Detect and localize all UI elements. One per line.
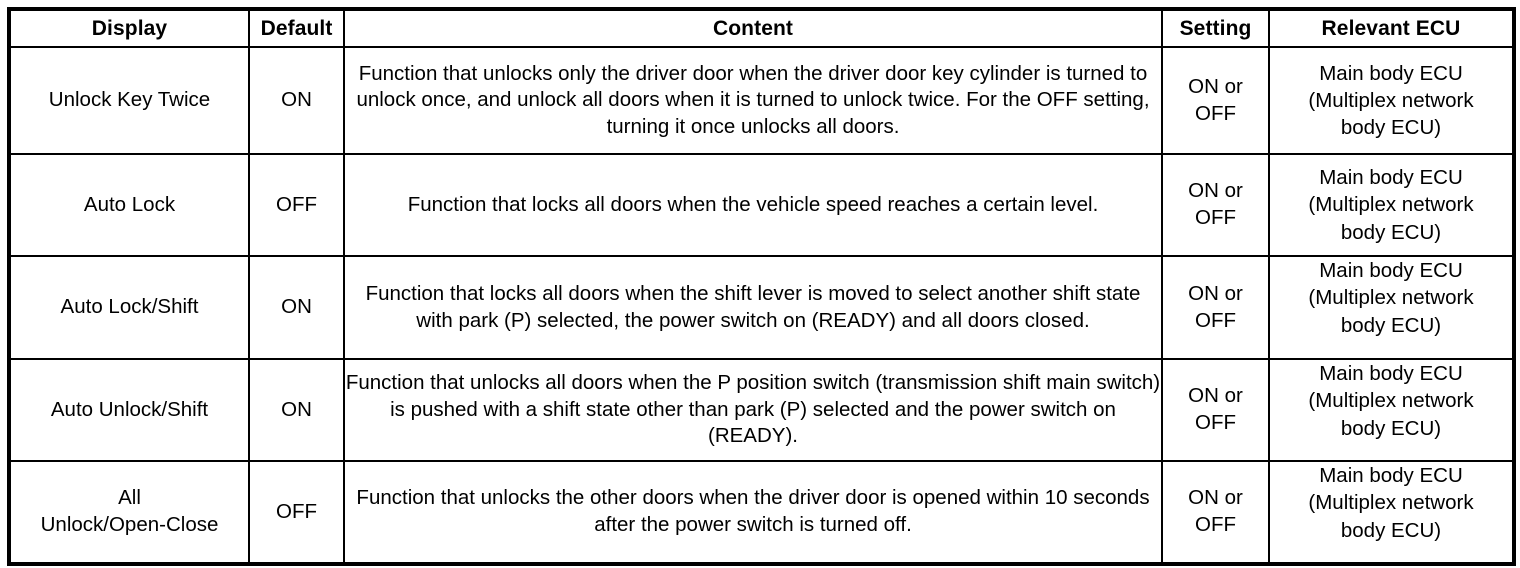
- cell-content: Function that unlocks all doors when the…: [343, 358, 1163, 462]
- cell-content: Function that locks all doors when the v…: [343, 153, 1163, 257]
- cell-default: OFF: [248, 460, 345, 565]
- cell-display: Auto Unlock/Shift: [8, 358, 250, 462]
- table-header: Display Default Content Setting Relevant…: [8, 8, 1515, 48]
- cell-default: OFF: [248, 153, 345, 257]
- cell-relevant-ecu: Main body ECU (Multiplex network body EC…: [1268, 46, 1515, 155]
- cell-relevant-ecu: Main body ECU (Multiplex network body EC…: [1268, 358, 1515, 462]
- column-header-setting: Setting: [1161, 8, 1270, 48]
- cell-display: Auto Lock/Shift: [8, 255, 250, 360]
- cell-default: ON: [248, 255, 345, 360]
- table-row: Auto Lock OFF Function that locks all do…: [8, 153, 1515, 257]
- column-header-default: Default: [248, 8, 345, 48]
- cell-relevant-ecu: Main body ECU (Multiplex network body EC…: [1268, 153, 1515, 257]
- column-header-content: Content: [343, 8, 1163, 48]
- column-header-ecu: Relevant ECU: [1268, 8, 1515, 48]
- cell-content: Function that locks all doors when the s…: [343, 255, 1163, 360]
- cell-setting: ON or OFF: [1161, 46, 1270, 155]
- table-row: All Unlock/Open-Close OFF Function that …: [8, 460, 1515, 565]
- cell-default: ON: [248, 46, 345, 155]
- cell-setting: ON or OFF: [1161, 460, 1270, 565]
- cell-setting: ON or OFF: [1161, 255, 1270, 360]
- customize-function-table: Display Default Content Setting Relevant…: [7, 7, 1516, 566]
- cell-display: Auto Lock: [8, 153, 250, 257]
- table-body: Unlock Key Twice ON Function that unlock…: [8, 46, 1515, 565]
- table-row: Unlock Key Twice ON Function that unlock…: [8, 46, 1515, 155]
- cell-display: All Unlock/Open-Close: [8, 460, 250, 565]
- cell-default: ON: [248, 358, 345, 462]
- cell-setting: ON or OFF: [1161, 358, 1270, 462]
- cell-setting: ON or OFF: [1161, 153, 1270, 257]
- cell-content: Function that unlocks the other doors wh…: [343, 460, 1163, 565]
- table-row: Auto Unlock/Shift ON Function that unloc…: [8, 358, 1515, 462]
- table-row: Auto Lock/Shift ON Function that locks a…: [8, 255, 1515, 360]
- cell-display: Unlock Key Twice: [8, 46, 250, 155]
- cell-relevant-ecu: Main body ECU (Multiplex network body EC…: [1268, 255, 1515, 360]
- header-row: Display Default Content Setting Relevant…: [8, 8, 1515, 48]
- column-header-display: Display: [8, 8, 250, 48]
- cell-relevant-ecu: Main body ECU (Multiplex network body EC…: [1268, 460, 1515, 565]
- cell-content: Function that unlocks only the driver do…: [343, 46, 1163, 155]
